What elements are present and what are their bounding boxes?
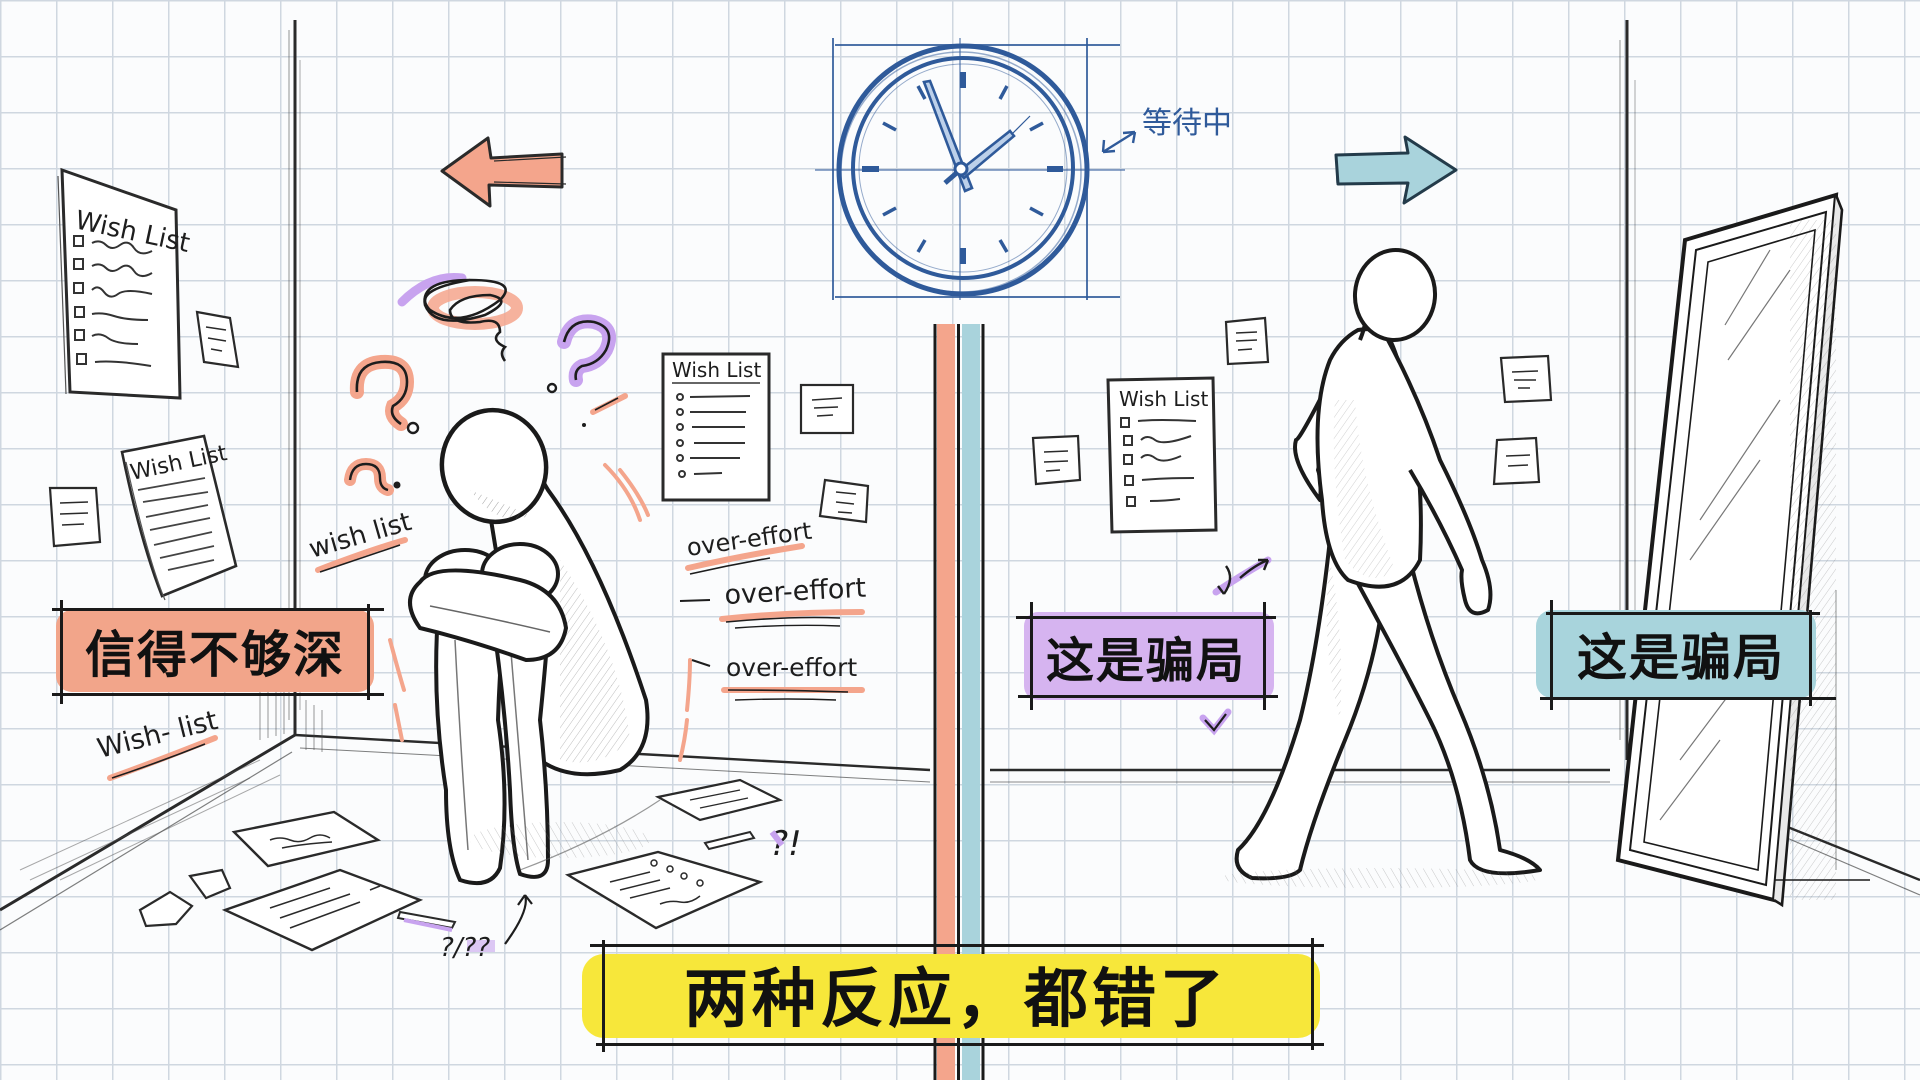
walking-figure — [1234, 248, 1542, 881]
label-not-enough-faith: 信得不够深 — [52, 600, 384, 704]
sticky-note-icon — [48, 486, 102, 548]
clock-icon — [815, 38, 1137, 300]
floor-paper — [221, 868, 424, 952]
question-mark-icon — [344, 457, 401, 496]
wish-list-right-title: Wish List — [1119, 387, 1208, 411]
sticky-note-icon — [799, 383, 855, 435]
floor-paper — [231, 810, 382, 868]
wish-list-board — [661, 352, 771, 502]
anxiety-marks — [388, 463, 692, 762]
pencil-icon — [396, 910, 457, 932]
floor-question-marks: ?/?? — [440, 933, 490, 963]
seated-figure — [408, 407, 661, 885]
swap-arrow-icon — [1212, 556, 1272, 596]
arrow-right-icon — [1334, 135, 1458, 205]
floor-paper — [564, 850, 764, 930]
handwritten-wish-list-2: Wish- list — [94, 705, 221, 765]
confusion-scribble-icon — [397, 273, 523, 362]
wish-list-paper-curled — [120, 434, 238, 601]
caption-text: 两种反应，都错了 — [684, 963, 1228, 1037]
over-effort-label-3: over-effort — [726, 653, 857, 682]
label-scam-purple: 这是骗局 — [1016, 602, 1278, 710]
over-effort-label-2: over-effort — [724, 573, 867, 611]
arrow-left-icon — [440, 136, 567, 208]
label-scam-teal-text: 这是骗局 — [1577, 629, 1785, 687]
floor-paper — [654, 778, 784, 822]
question-mark-icon — [546, 314, 616, 394]
sticky-note-icon — [195, 310, 240, 369]
floor-paper-crumpled — [138, 868, 232, 928]
pencil-icon — [703, 830, 756, 851]
sticky-note-icon — [1224, 316, 1270, 366]
label-scam-teal: 这是骗局 — [1536, 600, 1836, 710]
sticky-note-icon — [1499, 354, 1553, 404]
sticky-note-icon — [818, 478, 870, 524]
sticky-note-icon — [1492, 436, 1541, 486]
clock-waiting-label: 等待中 — [1142, 106, 1232, 141]
label-not-enough-faith-text: 信得不够深 — [85, 626, 345, 684]
caption-both-reactions-wrong: 两种反应，都错了 — [582, 938, 1324, 1052]
question-mark-icon — [349, 354, 420, 435]
wish-list-paper-right — [1106, 376, 1218, 534]
arrow-up-mark — [504, 894, 533, 945]
wish-list-board-title: Wish List — [672, 358, 761, 382]
label-scam-purple-text: 这是骗局 — [1045, 633, 1246, 689]
sticky-note-icon — [1031, 434, 1082, 486]
floor-question-exclaim: ?! — [770, 824, 802, 864]
mirror-icon — [1615, 192, 1870, 908]
wish-list-paper-wall — [57, 167, 182, 400]
